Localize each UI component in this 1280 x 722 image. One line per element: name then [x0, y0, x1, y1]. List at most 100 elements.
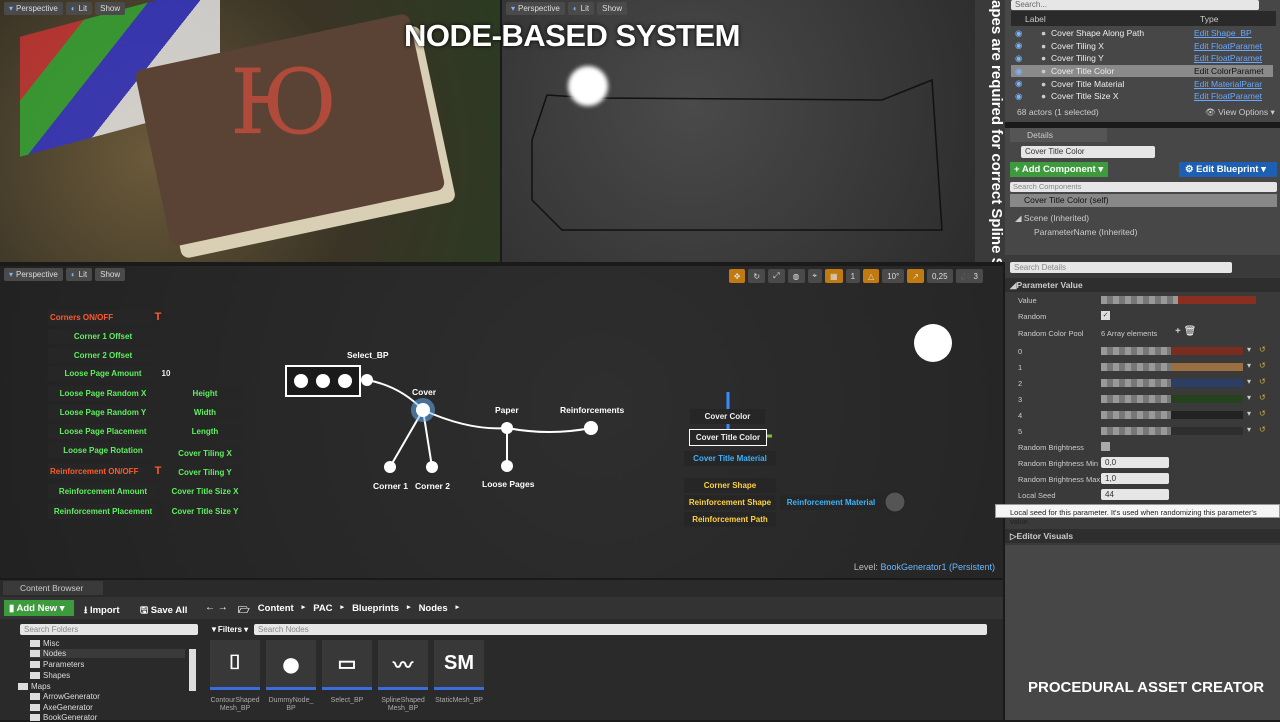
- pool-dropdown-icon[interactable]: ▾: [1247, 425, 1252, 434]
- scale-size[interactable]: 0,25: [927, 269, 953, 283]
- visibility-eye-icon[interactable]: ◉: [1015, 52, 1023, 63]
- random-brightness-checkbox[interactable]: [1101, 442, 1110, 451]
- param-right-5[interactable]: Cover Title Size X: [166, 484, 244, 499]
- component-self[interactable]: Cover Title Color (self): [1010, 194, 1277, 207]
- param-left-9[interactable]: Reinforcement Amount: [48, 484, 158, 499]
- add-element-icon[interactable]: + 🗑: [1175, 326, 1197, 337]
- edit-blueprint-button[interactable]: ⚙ Edit Blueprint ▾: [1179, 162, 1277, 177]
- param-cover-title-color[interactable]: Cover Title Color: [689, 429, 767, 446]
- value-color-swatch[interactable]: [1178, 296, 1256, 304]
- nav-back-forward[interactable]: ← →: [205, 602, 228, 613]
- perspective-button[interactable]: ▾Perspective: [4, 2, 63, 15]
- pool-dropdown-icon[interactable]: ▾: [1247, 345, 1252, 354]
- visibility-eye-icon[interactable]: ◉: [1015, 78, 1023, 89]
- folder-item[interactable]: Shapes: [30, 671, 70, 680]
- reset-icon[interactable]: ↺: [1259, 377, 1266, 386]
- param-left-3[interactable]: Loose Page Amount: [48, 366, 158, 381]
- pool-color-swatch[interactable]: [1171, 347, 1243, 355]
- param-left-4[interactable]: Loose Page Random X: [48, 386, 158, 401]
- outliner-row-type[interactable]: Edit ColorParamet: [1194, 66, 1264, 77]
- param-reinforcement-shape[interactable]: Reinforcement Shape: [684, 495, 776, 510]
- surface-snap-icon[interactable]: ⌖: [807, 269, 823, 283]
- perspective-button[interactable]: ▾Perspective: [506, 2, 565, 15]
- param-left-0[interactable]: Corners ON/OFF: [48, 310, 152, 325]
- visibility-eye-icon[interactable]: ◉: [1015, 90, 1023, 101]
- param-cover-title-material[interactable]: Cover Title Material: [684, 451, 776, 466]
- folder-item[interactable]: Nodes: [30, 649, 185, 658]
- scale-tool-icon[interactable]: ⤢: [768, 269, 785, 283]
- asset-thumbnail[interactable]: ●: [266, 640, 316, 690]
- search-components-input[interactable]: Search Components: [1010, 182, 1277, 192]
- param-left-8[interactable]: Reinforcement ON/OFF: [48, 464, 152, 479]
- viewport-main[interactable]: ▾Perspective ◐Lit Show ✥ ↻ ⤢ ◍ ⌖ ▦ 1 △ 1…: [0, 266, 1003, 578]
- angle-size[interactable]: 10°: [882, 269, 905, 283]
- folder-item[interactable]: AxeGenerator: [30, 703, 93, 712]
- import-button[interactable]: ⭳ Import: [84, 605, 120, 616]
- param-left-5[interactable]: Loose Page Random Y: [48, 405, 158, 420]
- param-right-1[interactable]: Width: [166, 405, 244, 420]
- param-right-4[interactable]: Cover Tiling Y: [166, 465, 244, 480]
- pool-color-swatch[interactable]: [1171, 411, 1243, 419]
- random-brightness-min-input[interactable]: 0,0: [1101, 457, 1169, 468]
- section-parameter-value[interactable]: ◢ Parameter Value: [1005, 278, 1280, 292]
- outliner-row-type[interactable]: Edit MaterialParar: [1194, 78, 1263, 89]
- reset-icon[interactable]: ↺: [1259, 345, 1266, 354]
- reset-icon[interactable]: ↺: [1259, 393, 1266, 402]
- content-browser-tab[interactable]: Content Browser: [3, 581, 103, 595]
- folder-item[interactable]: Parameters: [30, 660, 84, 669]
- section-editor-visuals[interactable]: ▷ Editor Visuals: [1005, 529, 1280, 543]
- visibility-eye-icon[interactable]: ◉: [1015, 65, 1023, 76]
- param-right-6[interactable]: Cover Title Size Y: [166, 504, 244, 519]
- reset-icon[interactable]: ↺: [1259, 425, 1266, 434]
- save-all-button[interactable]: 🖫 Save All: [140, 605, 188, 616]
- breadcrumb-item[interactable]: Nodes: [418, 603, 448, 614]
- outliner-row-type[interactable]: Edit Shape_BP: [1194, 28, 1252, 39]
- folder-item[interactable]: Maps: [18, 682, 51, 691]
- asset-thumbnail[interactable]: SM: [434, 640, 484, 690]
- search-folders-input[interactable]: Search Folders: [20, 624, 198, 635]
- pool-color-swatch[interactable]: [1171, 379, 1243, 387]
- param-cover-color[interactable]: Cover Color: [690, 409, 765, 424]
- component-scene[interactable]: ◢ Scene (Inherited): [1015, 213, 1090, 223]
- grid-snap-icon[interactable]: ▦: [825, 269, 843, 283]
- asset-thumbnail[interactable]: ⌷: [210, 640, 260, 690]
- viewport-perspective-book[interactable]: Ю ▾Perspective ◐Lit Show: [0, 0, 500, 262]
- actor-name-field[interactable]: Cover Title Color: [1021, 146, 1155, 158]
- pool-alpha[interactable]: [1101, 347, 1171, 355]
- random-brightness-max-input[interactable]: 1,0: [1101, 473, 1169, 484]
- pool-alpha[interactable]: [1101, 395, 1171, 403]
- pool-alpha[interactable]: [1101, 411, 1171, 419]
- perspective-button[interactable]: ▾Perspective: [4, 268, 63, 281]
- search-nodes-input[interactable]: Search Nodes: [254, 624, 987, 635]
- outliner-row-type[interactable]: Edit FloatParamet: [1194, 91, 1263, 102]
- param-reinforcement-path[interactable]: Reinforcement Path: [684, 512, 776, 527]
- breadcrumb-item[interactable]: Blueprints: [352, 603, 400, 614]
- param-left-10[interactable]: Reinforcement Placement: [48, 504, 158, 519]
- asset-thumbnail[interactable]: ▭: [322, 640, 372, 690]
- param-left-2[interactable]: Corner 2 Offset: [48, 348, 158, 363]
- view-options-button[interactable]: 👁 View Options ▾: [1205, 107, 1275, 117]
- show-button[interactable]: Show: [95, 2, 126, 15]
- search-details-input[interactable]: Search Details: [1010, 262, 1232, 273]
- param-left-6[interactable]: Loose Page Placement: [48, 424, 158, 439]
- pool-alpha[interactable]: [1101, 427, 1171, 435]
- reset-icon[interactable]: ↺: [1259, 361, 1266, 370]
- breadcrumb-item[interactable]: Content: [257, 603, 294, 614]
- pool-color-swatch[interactable]: [1171, 395, 1243, 403]
- outliner-row-type[interactable]: Edit FloatParamet: [1194, 40, 1263, 51]
- outliner-row-type[interactable]: Edit FloatParamet: [1194, 53, 1263, 64]
- pool-dropdown-icon[interactable]: ▾: [1247, 361, 1252, 370]
- folder-scrollbar[interactable]: [189, 649, 196, 691]
- param-reinforcement-material[interactable]: Reinforcement Material: [780, 495, 882, 510]
- show-button[interactable]: Show: [597, 2, 628, 15]
- param-left-7[interactable]: Loose Page Rotation: [48, 443, 158, 458]
- visibility-eye-icon[interactable]: ◉: [1015, 40, 1023, 51]
- pool-alpha[interactable]: [1101, 379, 1171, 387]
- translate-tool-icon[interactable]: ✥: [728, 269, 746, 283]
- grid-size[interactable]: 1: [845, 269, 861, 283]
